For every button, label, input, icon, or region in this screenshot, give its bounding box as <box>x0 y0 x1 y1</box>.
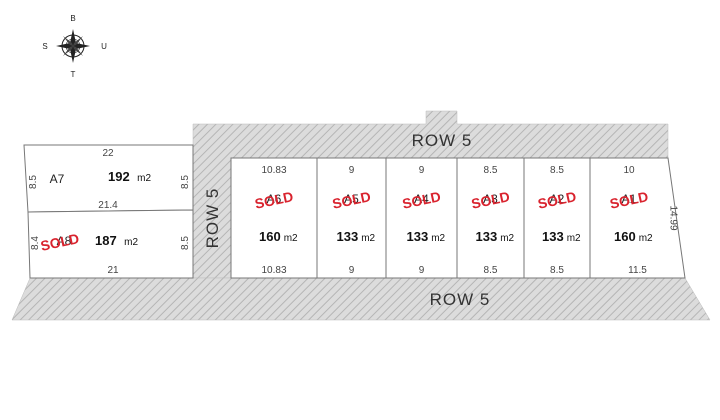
dim-bottom: 11.5 <box>628 265 647 276</box>
sold-stamp: SOLD <box>253 188 294 212</box>
sold-stamp: SOLD <box>401 188 442 212</box>
lot-id: A1 <box>622 192 637 206</box>
dim-right: 8.5 <box>180 236 191 250</box>
lot-area: 192 m2 <box>108 168 151 185</box>
dim-top: 10 <box>623 165 635 176</box>
road-bottom <box>11 277 711 321</box>
dim-right: 8.5 <box>180 175 191 189</box>
dim-left: 8.5 <box>28 175 39 189</box>
lot-id: A7 <box>50 172 65 186</box>
lot-boundary <box>230 157 318 279</box>
dim-bottom: 21.4 <box>98 200 118 211</box>
road-label-bottom: ROW 5 <box>430 290 491 309</box>
compass-east: U <box>101 42 107 51</box>
road-label-top: ROW 5 <box>412 131 473 150</box>
sold-stamp: SOLD <box>608 188 649 212</box>
lot-id: A2 <box>550 192 565 206</box>
lot-boundary <box>589 157 686 279</box>
dim-bottom: 21 <box>107 265 119 276</box>
lot-id: A3 <box>483 192 498 206</box>
dim-bottom: 9 <box>349 265 355 276</box>
lot-id: A4 <box>414 192 429 206</box>
compass-west: S <box>42 42 47 51</box>
lot-a7: A7 192 m2 22 21.4 8.5 8.5 <box>23 144 194 213</box>
sold-stamp: SOLD <box>39 230 80 254</box>
lot-boundary <box>316 157 387 279</box>
dim-bottom: 9 <box>419 265 425 276</box>
lot-area: 187 m2 <box>95 232 138 249</box>
road-label-side: ROW 5 <box>203 188 222 249</box>
dim-bottom: 10.83 <box>261 265 286 276</box>
sold-stamp: SOLD <box>536 188 577 212</box>
lot-id: A8 <box>57 234 72 248</box>
dim-top: 22 <box>102 148 114 159</box>
dim-bottom: 8.5 <box>484 265 498 276</box>
dim-bottom: 8.5 <box>550 265 564 276</box>
lot-boundary <box>523 157 591 279</box>
sold-stamp: SOLD <box>331 188 372 212</box>
compass-south: T <box>71 70 76 79</box>
lot-id: A6 <box>267 192 282 206</box>
sold-stamp: SOLD <box>470 188 511 212</box>
lot-id: A5 <box>344 192 359 206</box>
compass-north: B <box>70 14 75 23</box>
dim-top: 9 <box>349 165 355 176</box>
dim-top: 10.83 <box>261 165 286 176</box>
lot-boundary <box>385 157 458 279</box>
dim-right: 14.99 <box>668 205 679 230</box>
compass-rose-icon <box>56 29 90 63</box>
dim-top: 8.5 <box>484 165 498 176</box>
dim-top: 9 <box>419 165 425 176</box>
lot-a8: A8 SOLD 187 m2 21 8.4 8.5 <box>27 209 194 279</box>
dim-top: 8.5 <box>550 165 564 176</box>
lot-boundary <box>456 157 525 279</box>
dim-left: 8.4 <box>30 236 41 250</box>
